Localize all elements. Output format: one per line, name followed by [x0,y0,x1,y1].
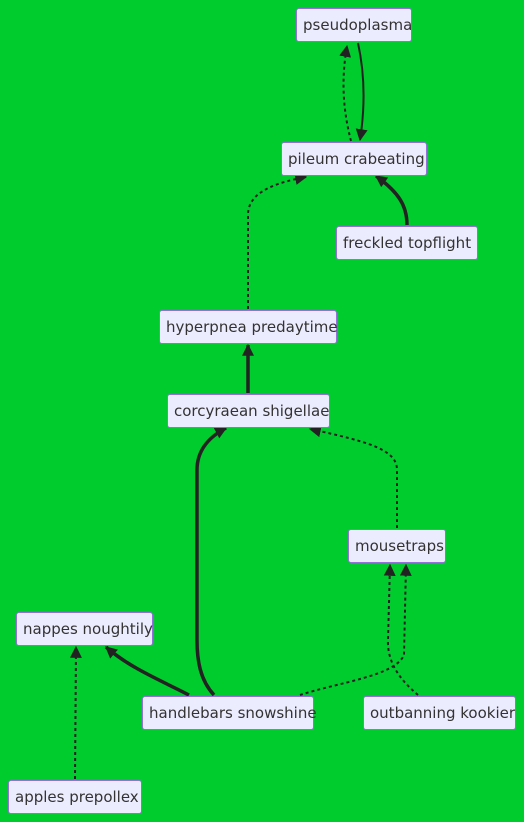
node-freckled-topflight[interactable]: freckled topflight [336,226,478,260]
edge-mousetraps-to-corcyraean-shigellae [308,425,398,528]
edge-outbanning-kookier-to-mousetraps [383,563,419,696]
node-corcyraean-shigellae[interactable]: corcyraean shigellae [167,394,330,428]
node-handlebars-snowshine[interactable]: handlebars snowshine [142,696,317,730]
node-nappes-noughtily[interactable]: nappes noughtily [16,612,153,646]
edge-freckled-topflight-to-pileum-crabeating [374,174,409,226]
edge-handlebars-snowshine-to-nappes-noughtily [104,645,190,697]
node-pseudoplasma[interactable]: pseudoplasma [296,8,412,42]
edge-handlebars-snowshine-to-corcyraean-shigellae [195,426,228,697]
edge-pileum-crabeating-to-pseudoplasma [339,44,352,142]
edge-apples-prepollex-to-nappes-noughtily [69,645,82,780]
node-outbanning-kookier[interactable]: outbanning kookier [363,696,516,730]
edge-hyperpnea-predaytime-to-pileum-crabeating [247,173,308,309]
node-apples-prepollex[interactable]: apples prepollex [8,780,142,814]
node-pileum-crabeating[interactable]: pileum crabeating [281,142,427,176]
edge-pseudoplasma-to-pileum-crabeating [355,42,368,142]
node-mousetraps[interactable]: mousetraps [348,529,446,563]
node-hyperpnea-predaytime[interactable]: hyperpnea predaytime [159,310,338,344]
